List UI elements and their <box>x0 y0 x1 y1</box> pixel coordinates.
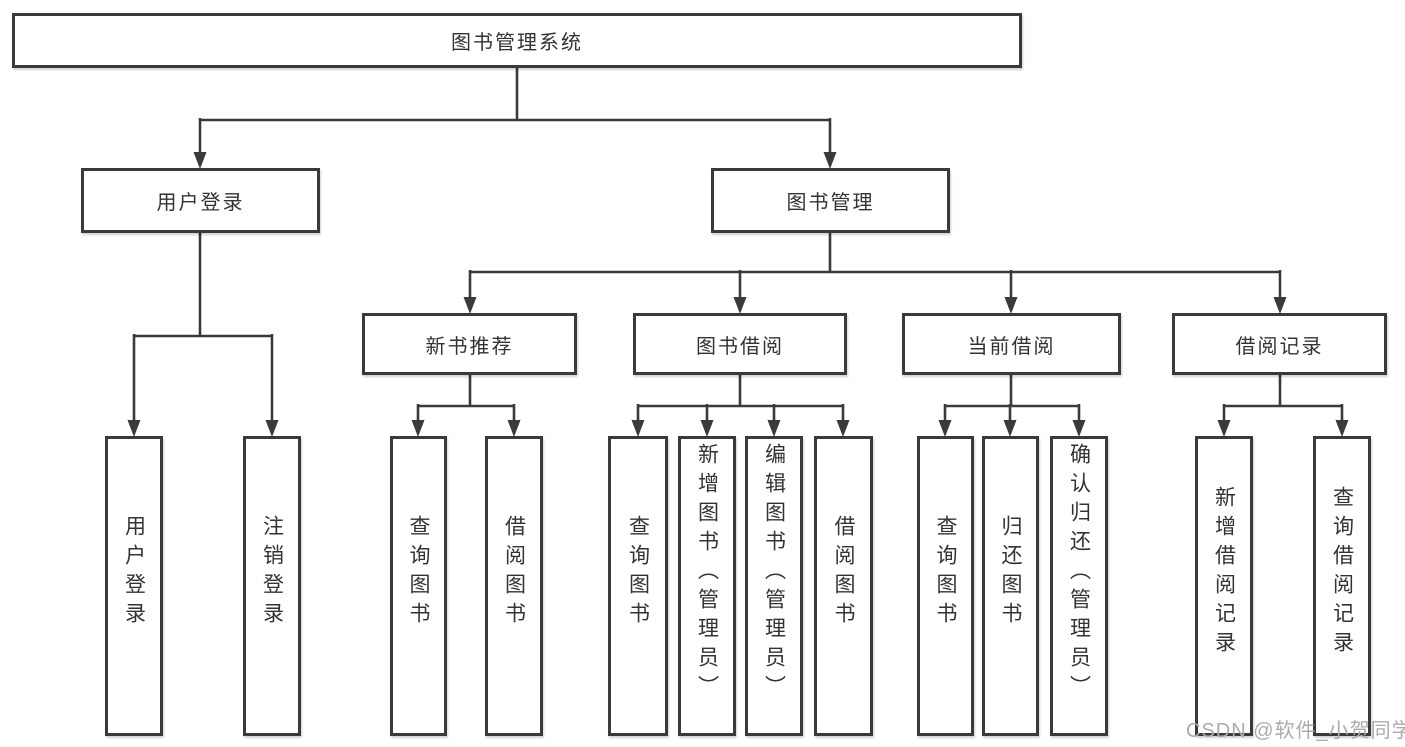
csdn-watermark: CSDN @软件_小贺同学 <box>1186 720 1405 742</box>
node-query-book-borrowing: 查询图书 <box>608 436 668 736</box>
node-confirm-return-admin: 确认归还（管理员） <box>1050 436 1108 736</box>
node-borrow-book-borrowing: 借阅图书 <box>814 436 873 736</box>
node-add-book-admin: 新增图书（管理员） <box>678 436 736 736</box>
node-new-book-recommend: 新书推荐 <box>362 313 577 375</box>
node-user-login-leaf: 用户登录 <box>105 436 163 736</box>
node-current-borrowing: 当前借阅 <box>902 313 1121 375</box>
connector-book-management-children <box>463 233 1287 314</box>
node-query-book-recommend: 查询图书 <box>390 436 447 736</box>
node-book-management: 图书管理 <box>711 168 950 233</box>
node-user-login: 用户登录 <box>81 168 320 233</box>
node-add-borrow-record: 新增借阅记录 <box>1195 436 1253 736</box>
node-borrow-book-recommend: 借阅图书 <box>485 436 543 736</box>
connector-borrow-records-children <box>1217 375 1349 437</box>
node-book-management-system: 图书管理系统 <box>12 13 1022 68</box>
node-query-borrow-record: 查询借阅记录 <box>1313 436 1371 736</box>
connector-current-borrowing-children <box>938 375 1086 437</box>
connector-user-login-children <box>127 233 279 437</box>
node-query-book-current: 查询图书 <box>917 436 974 736</box>
connector-book-borrowing-children <box>631 375 850 437</box>
connector-new-book-recommend-children <box>411 375 521 437</box>
node-borrow-records: 借阅记录 <box>1172 313 1387 375</box>
node-edit-book-admin: 编辑图书（管理员） <box>745 436 803 736</box>
connector-root-to-level2 <box>193 68 837 169</box>
node-return-book: 归还图书 <box>982 436 1039 736</box>
node-book-borrowing: 图书借阅 <box>633 313 847 375</box>
node-logout-leaf: 注销登录 <box>243 436 301 736</box>
